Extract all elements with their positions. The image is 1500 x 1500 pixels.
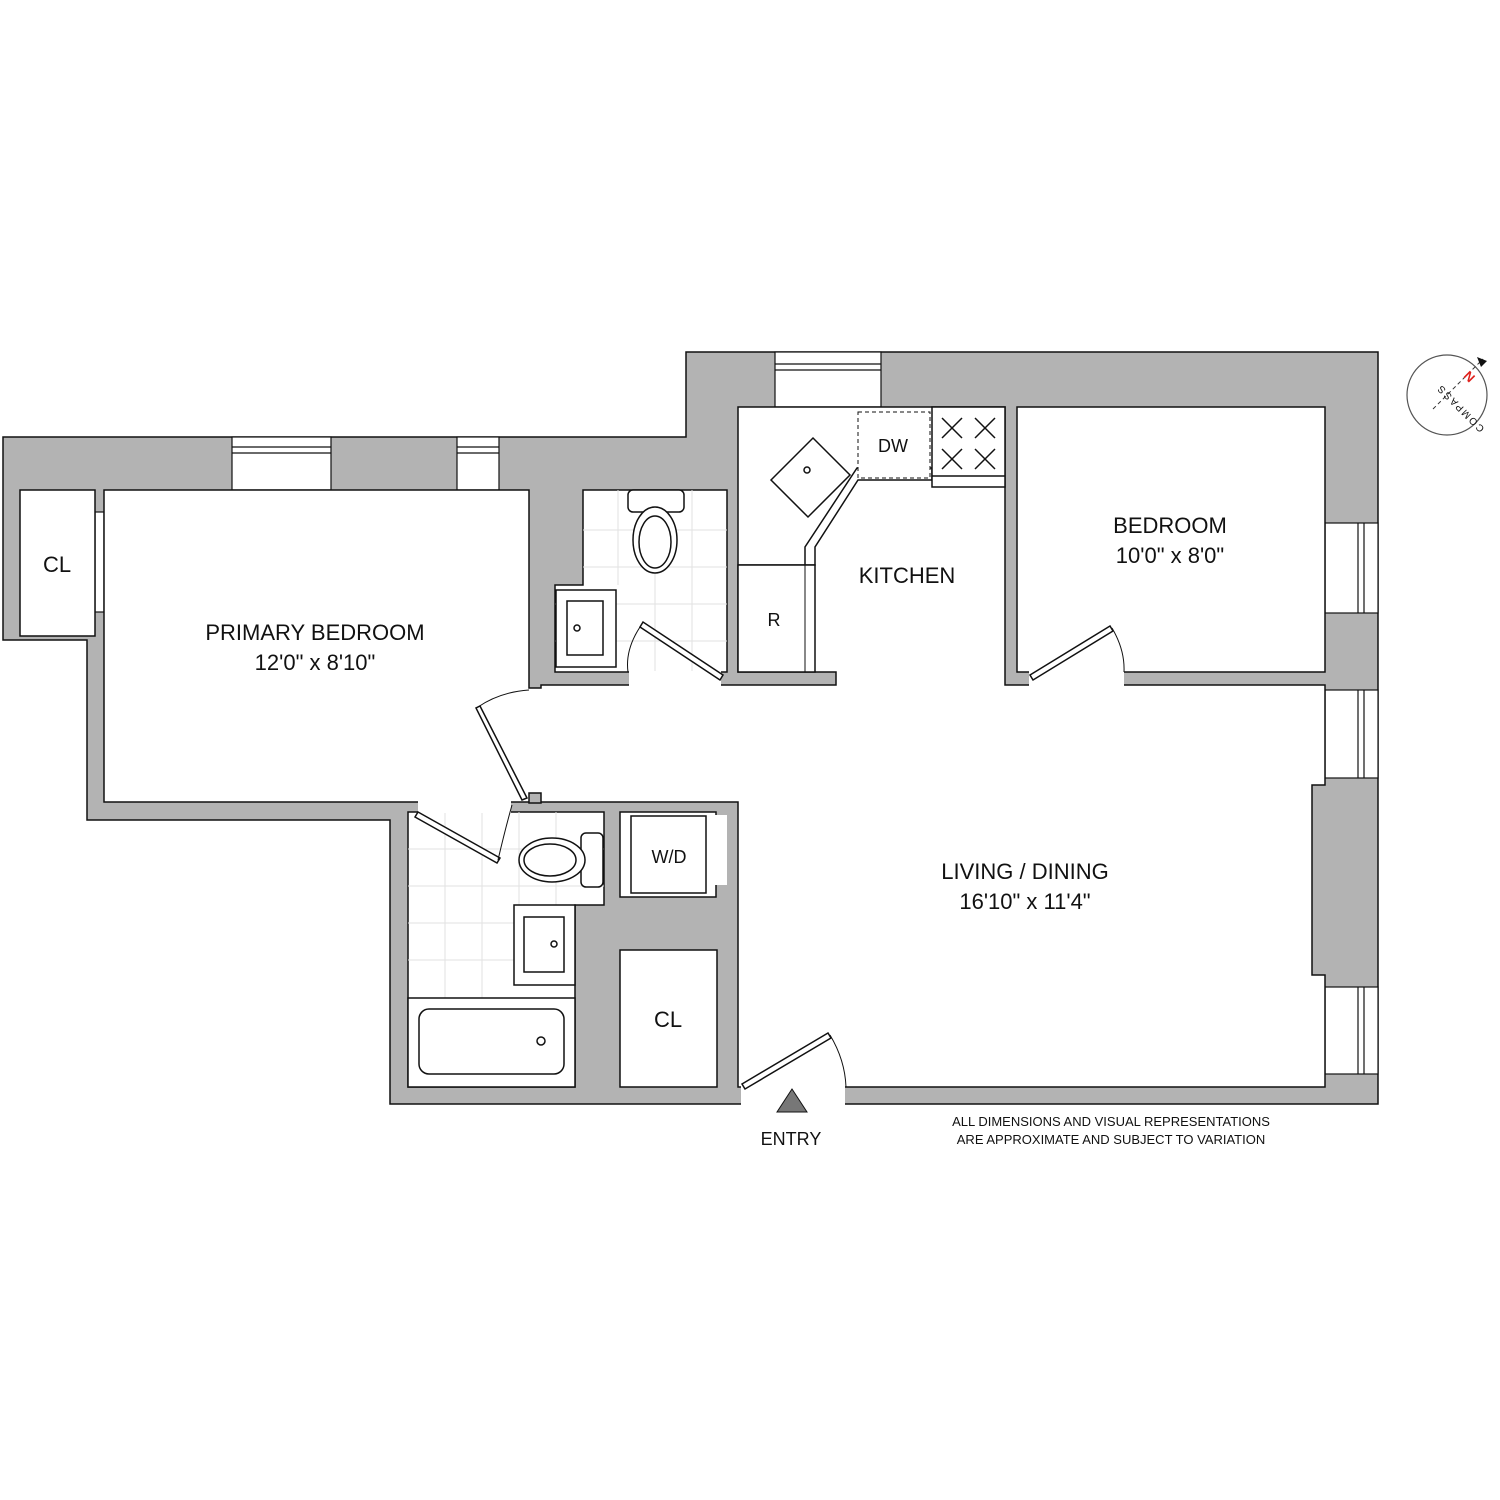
disclaimer-line-1: ALL DIMENSIONS AND VISUAL REPRESENTATION… <box>952 1114 1270 1129</box>
primary-bedroom-dims: 12'0" x 8'10" <box>255 650 376 675</box>
bath1-door <box>638 620 725 682</box>
toilet-icon <box>627 489 685 574</box>
closet-entry-label: CL <box>654 1007 682 1032</box>
sink-icon-2 <box>513 904 576 986</box>
bedroom-door <box>1028 624 1115 682</box>
washer-dryer-label: W/D <box>652 847 687 867</box>
main-open-area <box>103 406 1326 1088</box>
living-label: LIVING / DINING <box>941 859 1108 884</box>
toilet-icon-2 <box>518 832 604 888</box>
closet-entry <box>619 949 718 1088</box>
primary-bedroom-label: PRIMARY BEDROOM <box>205 620 424 645</box>
bedroom-dims: 10'0" x 8'0" <box>1116 543 1224 568</box>
bedroom <box>1016 406 1326 673</box>
refrigerator-label: R <box>768 610 781 630</box>
primary-bedroom-door <box>474 704 529 801</box>
kitchen-sink-icon <box>769 436 852 519</box>
bedroom-label: BEDROOM <box>1113 513 1227 538</box>
stove-icon <box>931 406 1006 488</box>
living-dims: 16'10" x 11'4" <box>959 889 1090 914</box>
dishwasher <box>857 411 931 479</box>
bathtub-icon <box>407 997 576 1088</box>
doors <box>413 620 1125 1091</box>
windows <box>94 351 1379 1075</box>
kitchen-label: KITCHEN <box>859 563 956 588</box>
entry-arrow-icon <box>776 1088 808 1113</box>
disclaimer-line-2: ARE APPROXIMATE AND SUBJECT TO VARIATION <box>957 1132 1265 1147</box>
dishwasher-label: DW <box>878 436 908 456</box>
entry-label: ENTRY <box>761 1129 822 1149</box>
compass-icon: N COMPASS <box>1406 354 1488 436</box>
bath2-door <box>413 810 502 865</box>
closet-left-label: CL <box>43 552 71 577</box>
refrigerator <box>737 564 816 673</box>
entry-door <box>740 1031 833 1091</box>
washer-dryer-icon <box>630 815 707 894</box>
closet-left <box>19 489 96 637</box>
sink-icon <box>555 589 617 668</box>
